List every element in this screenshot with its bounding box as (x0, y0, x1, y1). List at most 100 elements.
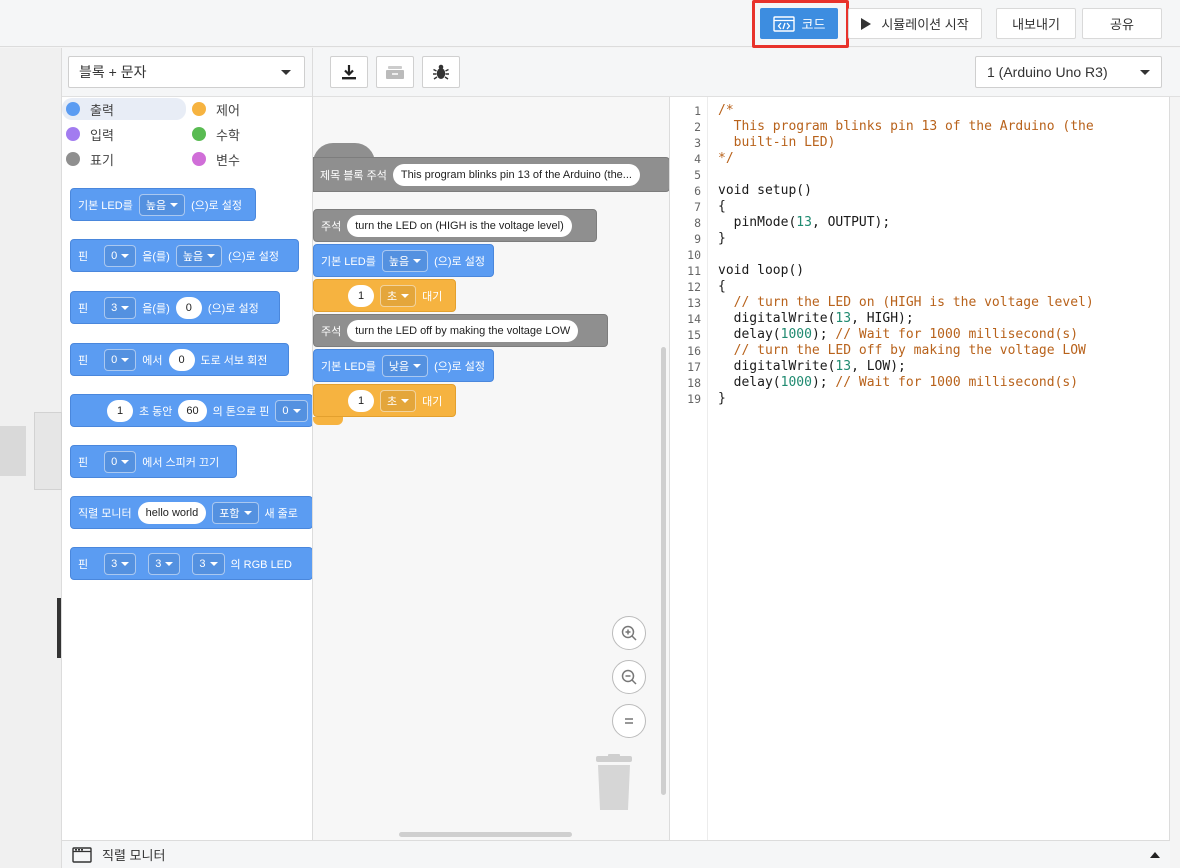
download-button[interactable] (330, 56, 368, 88)
category-control[interactable]: 제어 (188, 98, 308, 120)
block-servo-rotate[interactable]: 핀 0 에서 0 도로 서보 회전 (70, 343, 289, 376)
block-text: 에서 스피커 끄기 (142, 456, 220, 469)
blocks-workspace[interactable]: 제목 블록 주석 This program blinks pin 13 of t… (313, 97, 670, 840)
serial-text-input[interactable]: hello world (137, 501, 207, 524)
wait-duration-input[interactable]: 1 (348, 389, 374, 412)
block-text: 에서 (142, 354, 163, 367)
block-speaker-off[interactable]: 핀 0 에서 스피커 끄기 (70, 445, 237, 478)
led-state-dropdown[interactable]: 높음 (138, 193, 186, 216)
vertical-scrollbar[interactable] (661, 347, 666, 795)
line-number: 1 (694, 104, 701, 118)
code-token: pinMode( (718, 215, 797, 230)
set-builtin-led-block[interactable]: 기본 LED를 높음 (으)로 설정 (313, 244, 494, 277)
start-simulation-label: 시뮬레이션 시작 (881, 17, 969, 32)
category-notation[interactable]: 표기 (62, 148, 186, 170)
newline-dropdown[interactable]: 포함 (212, 501, 259, 524)
comment-block[interactable]: 주석 turn the LED on (HIGH is the voltage … (313, 209, 597, 242)
circuit-canvas-edge (0, 48, 62, 868)
start-simulation-button[interactable]: 시뮬레이션 시작 (848, 8, 982, 39)
caret-down-icon (165, 561, 174, 566)
category-dot (66, 102, 80, 116)
block-rgb-led[interactable]: 핀 3 3 3 의 RGB LED (70, 547, 312, 580)
zoom-in-button[interactable] (612, 616, 646, 650)
rgb-pin-dropdown[interactable]: 3 (148, 552, 181, 575)
code-line: built-in LED) (718, 135, 836, 150)
category-label: 제어 (216, 102, 240, 118)
wait-block[interactable]: 1 초 대기 (313, 279, 456, 312)
wait-block[interactable]: 1 초 대기 (313, 384, 456, 417)
share-button[interactable]: 공유 (1082, 8, 1162, 39)
comment-block[interactable]: 주석 turn the LED off by making the voltag… (313, 314, 608, 347)
comment-input[interactable]: turn the LED on (HIGH is the voltage lev… (347, 214, 572, 237)
wait-duration-input[interactable]: 1 (348, 284, 374, 307)
pin-dropdown[interactable]: 0 (104, 450, 137, 473)
block-play-tone[interactable]: 1 초 동안 60 의 톤으로 핀 0 (70, 394, 312, 427)
code-button[interactable]: 코드 (760, 8, 838, 39)
rgb-pin-dropdown[interactable]: 3 (104, 552, 137, 575)
pin-dropdown[interactable]: 0 (104, 348, 137, 371)
dropdown-value: 0 (111, 455, 118, 468)
block-serial-print[interactable]: 직렬 모니터 hello world 포함 새 줄로 (70, 496, 312, 529)
pin-dropdown[interactable]: 3 (104, 296, 137, 319)
comment-input[interactable]: turn the LED off by making the voltage L… (347, 319, 579, 342)
pin-dropdown[interactable]: 0 (104, 244, 137, 267)
caret-down-icon (292, 408, 301, 413)
caret-down-icon (209, 561, 218, 566)
line-number: 6 (694, 184, 701, 198)
tone-input[interactable]: 60 (178, 399, 207, 422)
editor-mode-select[interactable]: 블록 + 문자 (68, 56, 305, 88)
block-set-builtin-led[interactable]: 기본 LED를 높음 (으)로 설정 (70, 188, 256, 221)
dropdown-value: 낮음 (388, 360, 410, 373)
dropdown-value: 3 (111, 301, 118, 314)
category-dot (192, 127, 206, 141)
export-button[interactable]: 내보내기 (996, 8, 1076, 39)
chevron-up-icon[interactable] (1150, 851, 1160, 859)
led-state-dropdown[interactable]: 낮음 (381, 354, 429, 377)
led-state-dropdown[interactable]: 높음 (381, 249, 429, 272)
debugger-button[interactable] (422, 56, 460, 88)
code-line: // turn the LED off by making the voltag… (718, 343, 1086, 358)
title-comment-block[interactable]: 제목 블록 주석 This program blinks pin 13 of t… (313, 157, 669, 192)
block-text: (으)로 설정 (434, 255, 485, 268)
category-variables[interactable]: 변수 (188, 148, 308, 170)
dropdown-value: 3 (199, 557, 206, 570)
duration-input[interactable]: 1 (107, 399, 133, 422)
rgb-pin-dropdown[interactable]: 3 (192, 552, 225, 575)
trash-icon[interactable] (593, 754, 635, 812)
time-unit-dropdown[interactable]: 초 (380, 389, 417, 412)
code-token: ); (811, 327, 836, 342)
code-line: { (718, 279, 726, 294)
block-set-pin-value[interactable]: 핀 3 을(를) 0 (으)로 설정 (70, 291, 280, 324)
library-button[interactable] (376, 56, 414, 88)
code-token: , HIGH); (851, 311, 914, 326)
line-number: 3 (694, 136, 701, 150)
zoom-out-button[interactable] (612, 660, 646, 694)
code-token: digitalWrite( (718, 311, 836, 326)
code-line: delay(1000); // Wait for 1000 millisecon… (718, 327, 1078, 342)
horizontal-scrollbar[interactable] (399, 832, 572, 837)
block-text: 직렬 모니터 (78, 507, 132, 520)
code-token: 1000 (780, 327, 812, 342)
category-math[interactable]: 수학 (188, 123, 308, 145)
title-comment-input[interactable]: This program blinks pin 13 of the Arduin… (392, 163, 640, 186)
serial-monitor-bar[interactable]: 직렬 모니터 (62, 840, 1170, 868)
angle-input[interactable]: 0 (168, 348, 195, 371)
pin-state-dropdown[interactable]: 높음 (175, 244, 223, 267)
time-unit-dropdown[interactable]: 초 (380, 284, 417, 307)
code-token: built-in LED) (718, 135, 836, 150)
serial-monitor-icon (72, 846, 92, 863)
zoom-reset-button[interactable] (612, 704, 646, 738)
pin-dropdown[interactable]: 0 (275, 399, 308, 422)
caret-down-icon (243, 510, 252, 515)
block-text: 도로 서보 회전 (200, 354, 268, 367)
dropdown-value: 초 (387, 290, 398, 303)
category-output[interactable]: 출력 (62, 98, 186, 120)
line-number: 2 (694, 120, 701, 134)
value-input[interactable]: 0 (175, 296, 202, 319)
category-input[interactable]: 입력 (62, 123, 186, 145)
set-builtin-led-block[interactable]: 기본 LED를 낮음 (으)로 설정 (313, 349, 494, 382)
block-text: 기본 LED를 (321, 255, 376, 268)
block-set-pin[interactable]: 핀 0 을(를) 높음 (으)로 설정 (70, 239, 299, 272)
board-select[interactable]: 1 (Arduino Uno R3) (975, 56, 1162, 88)
